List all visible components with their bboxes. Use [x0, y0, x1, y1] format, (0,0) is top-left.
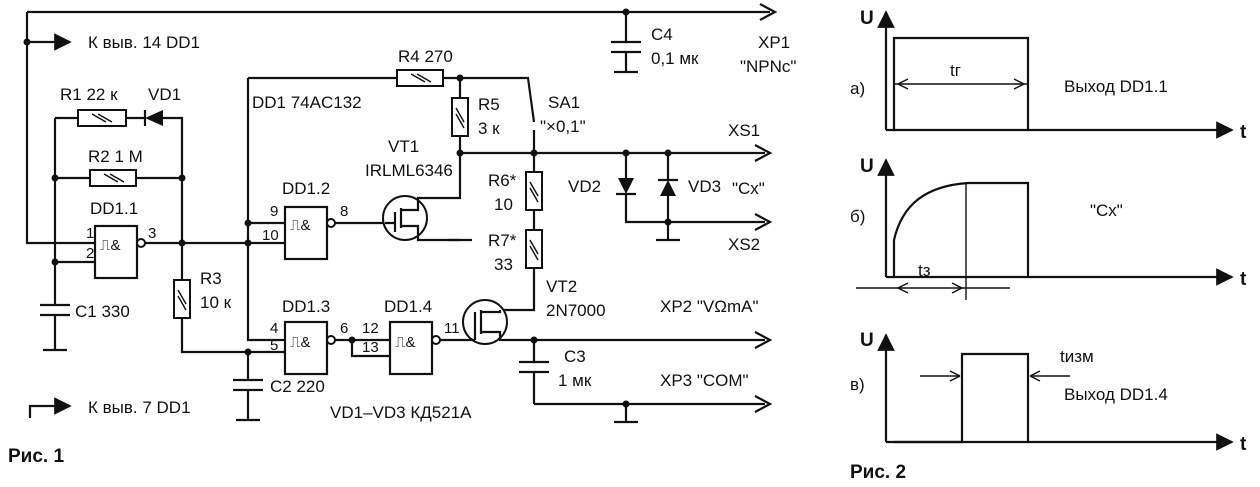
pin-11: 11	[444, 320, 460, 337]
dd14-label: DD1.4	[384, 297, 432, 316]
pin-2: 2	[86, 245, 94, 262]
r3-label: R3	[200, 269, 222, 288]
fig1-caption: Рис. 1	[8, 446, 64, 467]
a-axis-u: U	[860, 8, 874, 29]
xp2-label: XP2 "VΩmA"	[660, 297, 758, 316]
pin-10: 10	[262, 227, 279, 244]
b-text: "Cx"	[1090, 201, 1123, 220]
xp3-label: XP3 "COM"	[660, 371, 749, 390]
vt2-type: 2N7000	[546, 301, 606, 320]
vd3-label: VD3	[688, 177, 721, 196]
fig2-timing	[856, 10, 1234, 451]
r6-label: R6*	[488, 171, 517, 190]
chip-label: DD1 74AC132	[252, 93, 362, 112]
b-axis-t: t	[1240, 269, 1247, 290]
dd14-symbol: ⎍&	[395, 334, 416, 351]
pin-1: 1	[86, 225, 94, 242]
c-axis-u: U	[860, 330, 874, 351]
pin-6: 6	[340, 320, 348, 337]
r3-value: 10 к	[200, 293, 232, 312]
dd13-symbol: ⎍&	[290, 334, 311, 351]
a-label: а)	[850, 79, 865, 98]
pin-3: 3	[148, 225, 156, 242]
r5-value: 3 к	[478, 119, 500, 138]
r7-label: R7*	[488, 231, 517, 250]
pin-4: 4	[270, 320, 278, 337]
c1-label: С1 330	[75, 302, 130, 321]
r2-label: R2 1 М	[88, 147, 143, 166]
fig1-labels: К выв. 14 DD1 К выв. 7 DD1 DD1 74AC132 V…	[8, 25, 796, 467]
a-text: Выход DD1.1	[1064, 77, 1168, 96]
b-label: б)	[850, 207, 865, 226]
c4-value: 0,1 мк	[651, 49, 699, 68]
pin-9: 9	[270, 203, 278, 220]
c4-label: С4	[651, 25, 673, 44]
r7-value: 33	[494, 255, 513, 274]
c-axis-t: t	[1240, 434, 1247, 455]
tz-label: tз	[918, 261, 931, 280]
dd13-label: DD1.3	[282, 297, 330, 316]
pin-13: 13	[362, 339, 379, 356]
cx-label: "Cx"	[732, 179, 765, 198]
pin14-label: К выв. 14 DD1	[88, 33, 200, 52]
c2-label: С2 220	[270, 377, 325, 396]
fig1-circuit	[23, 3, 778, 424]
pin7-label: К выв. 7 DD1	[88, 398, 191, 417]
diodes-note: VD1–VD3 КД521А	[330, 403, 472, 422]
c-text: Выход DD1.4	[1064, 385, 1168, 404]
sa1-value: "×0,1"	[540, 117, 586, 136]
pin-5: 5	[270, 337, 278, 354]
r5-label: R5	[478, 95, 500, 114]
dd12-label: DD1.2	[282, 179, 330, 198]
dd11-label: DD1.1	[90, 199, 138, 218]
vt2-label: VT2	[546, 277, 577, 296]
fig2-caption: Рис. 2	[850, 462, 906, 483]
xs1-label: XS1	[728, 121, 760, 140]
pin-8: 8	[340, 203, 348, 220]
vd1-label: VD1	[148, 85, 181, 104]
xs2-label: XS2	[728, 235, 760, 254]
c3-value: 1 мк	[558, 371, 592, 390]
vt1-label: VT1	[388, 137, 419, 156]
sa1-label: SA1	[548, 93, 580, 112]
b-axis-u: U	[860, 156, 874, 177]
c-label: в)	[850, 375, 865, 394]
pin-12: 12	[362, 320, 379, 337]
fig2-labels: U t а) tг Выход DD1.1 U t б) tз "Cx" U t…	[850, 8, 1247, 483]
a-axis-t: t	[1240, 122, 1247, 143]
tg-label: tг	[950, 61, 961, 80]
vd2-label: VD2	[568, 177, 601, 196]
c3-label: С3	[564, 347, 586, 366]
r6-value: 10	[494, 195, 513, 214]
r1-label: R1 22 к	[60, 85, 118, 104]
dd12-symbol: ⎍&	[290, 217, 311, 234]
r4-label: R4 270	[398, 47, 453, 66]
xp1-label: XP1	[758, 33, 790, 52]
tizm-label: tизм	[1060, 347, 1094, 366]
vt1-type: IRLML6346	[365, 161, 453, 180]
dd11-symbol: ⎍&	[100, 237, 121, 254]
xp1-name: "NPNc"	[740, 57, 796, 76]
